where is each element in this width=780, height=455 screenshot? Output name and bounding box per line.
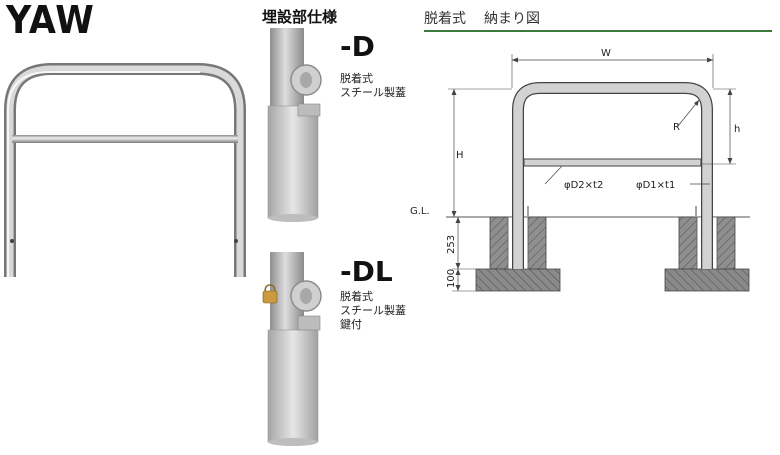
installation-drawing: W R H h φD2×t2 φD1×t1 G.L. 253 100 — [410, 48, 750, 292]
title-underline — [424, 30, 772, 32]
post-illustration-dl — [262, 252, 322, 446]
ground-level-label: G.L. — [410, 206, 430, 217]
model-code-dl: -DL — [340, 255, 393, 288]
embed-spec-title: 埋設部仕様 — [262, 8, 338, 26]
main-pipe-label: φD1×t1 — [636, 180, 675, 191]
model-description-d: 脱着式 スチール製蓋 — [340, 72, 406, 100]
diagram-title-right: 納まり図 — [484, 11, 540, 27]
model-dl-line-2: スチール製蓋 — [340, 304, 406, 317]
installation-diagram-title: 脱着式 納まり図 — [424, 8, 540, 28]
embed-depth-label: 253 — [446, 235, 457, 254]
model-dl-line-3: 鍵付 — [340, 318, 362, 331]
radius-label: R — [673, 122, 680, 133]
sub-height-label: h — [734, 124, 740, 135]
padlock-icon — [262, 284, 278, 304]
bollard-product-image — [4, 63, 246, 277]
width-label: W — [601, 48, 611, 59]
post-illustration-d — [267, 28, 322, 222]
height-label: H — [456, 150, 464, 161]
model-description-dl: 脱着式 スチール製蓋 鍵付 — [340, 290, 406, 332]
crossbar-pipe-label: φD2×t2 — [564, 180, 603, 191]
model-d-line-2: スチール製蓋 — [340, 86, 406, 99]
model-code-d: -D — [340, 30, 375, 63]
product-series-name: YAW — [6, 0, 95, 42]
model-dl-line-1: 脱着式 — [340, 290, 373, 303]
base-depth-label: 100 — [446, 269, 457, 288]
model-d-line-1: 脱着式 — [340, 72, 373, 85]
diagram-title-left: 脱着式 — [424, 11, 466, 27]
